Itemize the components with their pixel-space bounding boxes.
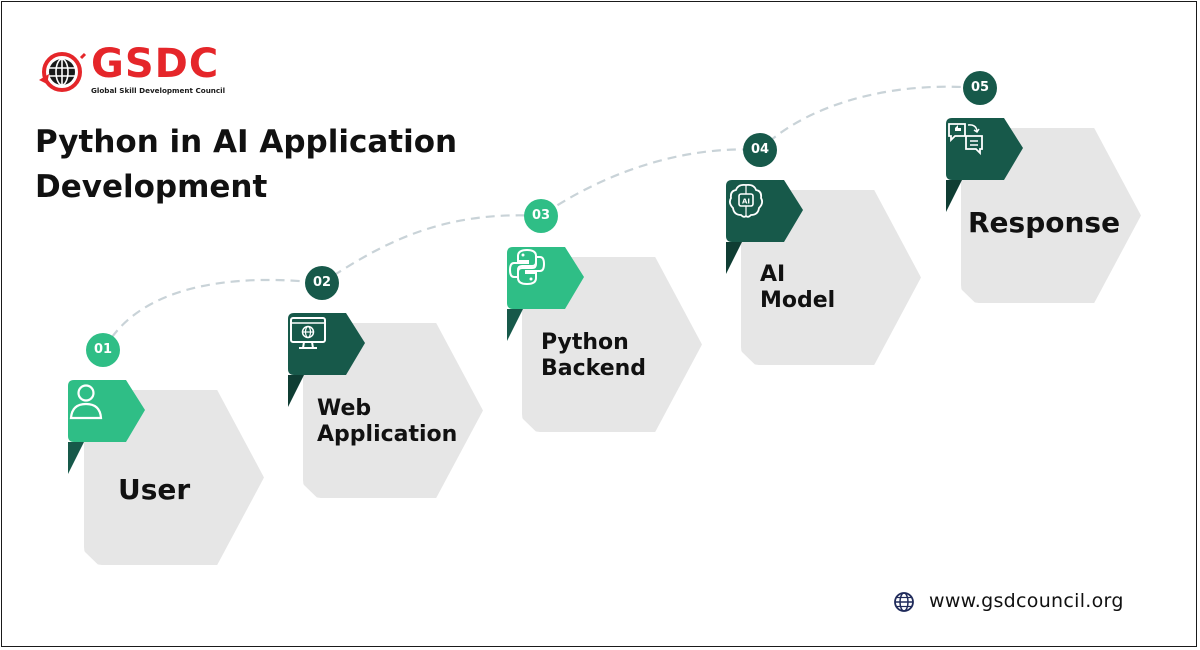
step-label-ai-model: AI Model — [760, 262, 836, 313]
page-title: Python in AI Application Development — [35, 120, 515, 210]
step-label-response: Response — [968, 206, 1121, 239]
step-tab-5 — [946, 118, 1024, 212]
step-number-badge-3: 03 — [524, 199, 558, 233]
step-label-user: User — [118, 473, 191, 506]
chat-feedback-icon — [948, 123, 983, 156]
website-url[interactable]: www.gsdcouncil.org — [929, 590, 1124, 612]
step-tab-2 — [288, 313, 366, 407]
web-monitor-icon — [290, 317, 326, 349]
step-tab-3 — [507, 247, 585, 341]
step-tab-4: AI — [726, 180, 804, 274]
python-logo-icon — [508, 248, 546, 286]
brand-tagline: Global Skill Development Council — [91, 86, 226, 95]
title-line-1: Python in AI Application — [35, 124, 458, 160]
globe-icon — [894, 592, 914, 612]
globe-logo-icon — [39, 52, 87, 92]
brand-name: GSDC — [91, 41, 220, 87]
gsdc-logo: GSDC Global Skill Development Council — [35, 41, 225, 100]
step-number-badge-5: 05 — [963, 71, 997, 105]
user-icon — [69, 384, 103, 420]
step-label-python-backend: Python Backend — [541, 330, 647, 381]
step-number-badge-1: 01 — [86, 333, 120, 367]
step-number-badge-4: 04 — [743, 133, 777, 167]
step-label-web-application: Web Application — [317, 396, 458, 447]
step-tab-1 — [68, 380, 146, 474]
ai-brain-icon: AI — [728, 183, 764, 218]
svg-text:AI: AI — [742, 198, 750, 206]
title-line-2: Development — [35, 169, 268, 205]
step-number-badge-2: 02 — [305, 266, 339, 300]
